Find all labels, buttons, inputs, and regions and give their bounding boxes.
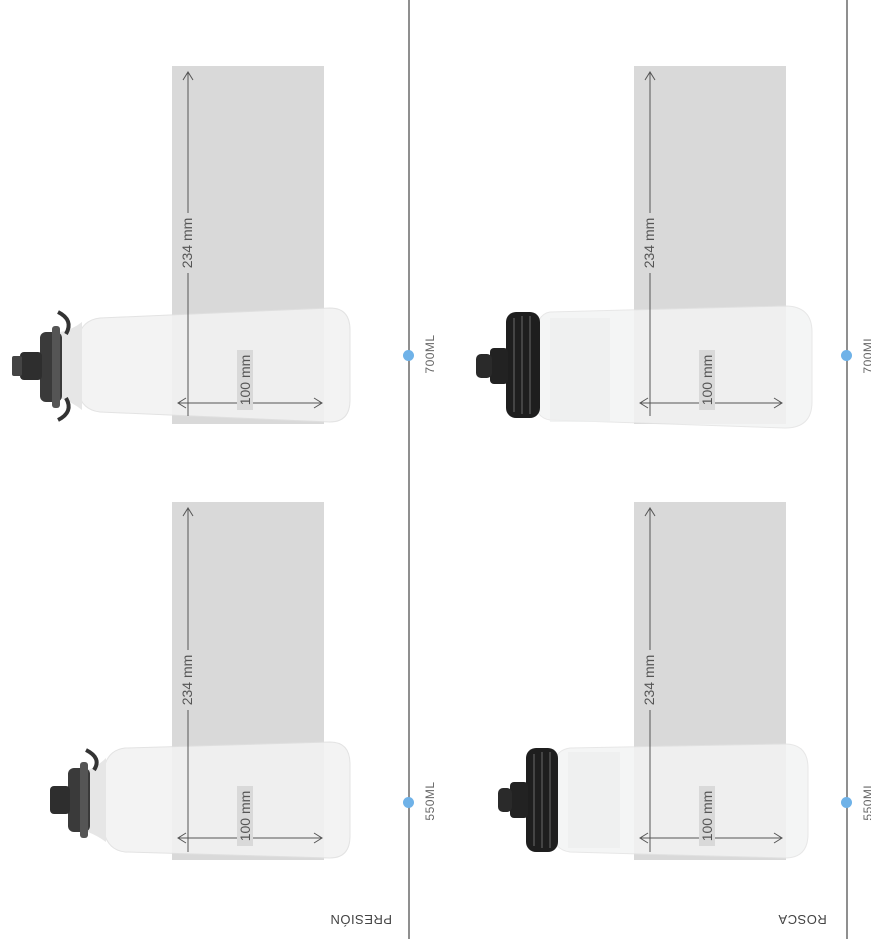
push-cap-bottle-550-image [50,741,351,859]
volume-marker-700 [403,350,414,361]
group-label-rosca: ROSCA [778,912,827,927]
volume-scale-line [408,0,410,939]
volume-marker-550 [403,797,414,808]
volume-label-550: 550ML [423,781,437,821]
panel-presion: 234 mm 100 mm 234 mm 100 mm [0,0,437,939]
width-arrow [639,832,783,844]
width-dimension-label: 100 mm [237,786,253,846]
volume-scale-line [846,0,848,939]
push-cap-bottle-700-image [12,307,351,423]
group-label-presion: PRESIÓN [330,912,393,927]
width-dimension-label: 100 mm [699,786,715,846]
width-arrow [177,832,323,844]
volume-marker-700 [841,350,852,361]
volume-label-700: 700ML [861,334,871,374]
volume-marker-550 [841,797,852,808]
volume-label-700: 700ML [423,334,437,374]
screw-cap-bottle-550-image [498,743,809,859]
screw-cap-bottle-700-image [476,305,813,429]
panel-rosca: 234 mm 100 mm 234 mm [440,0,871,939]
volume-label-550: 550ML [861,781,871,821]
